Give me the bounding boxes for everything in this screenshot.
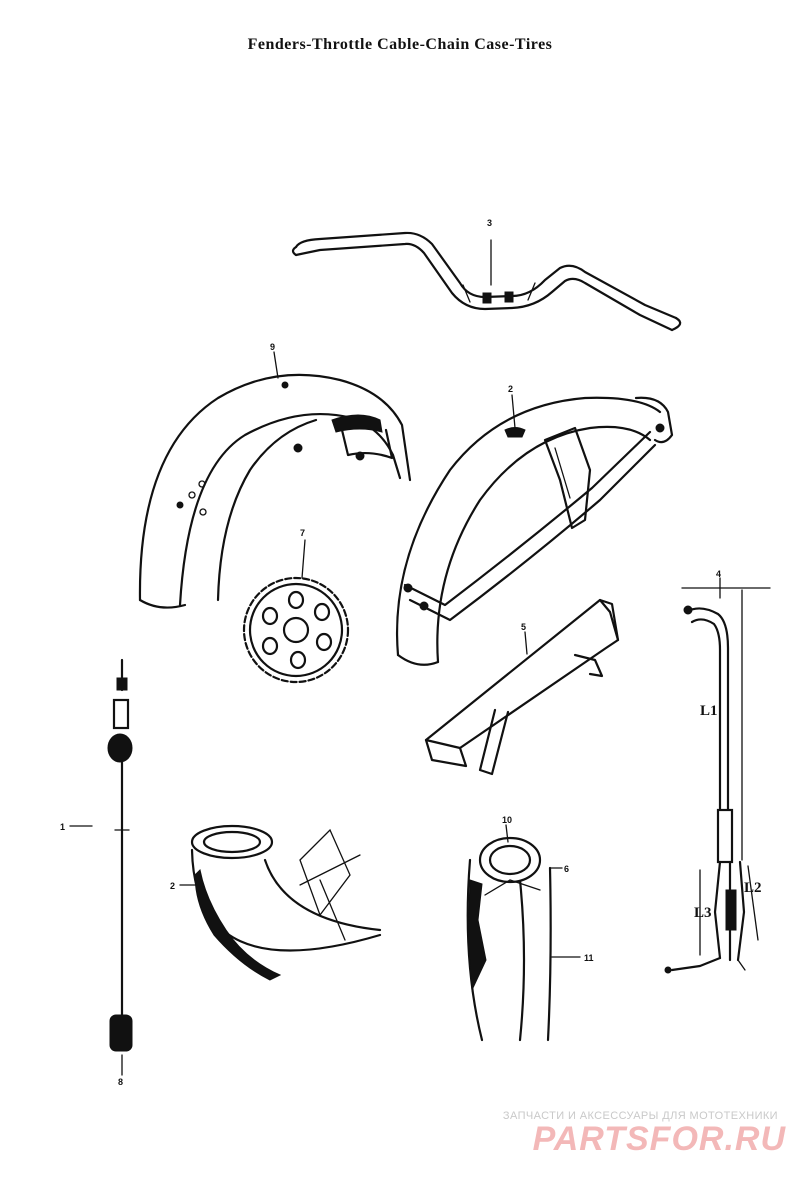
callout-2-front-tire: 2: [170, 881, 175, 891]
callout-2-rear-fender: 2: [508, 384, 513, 394]
callout-11: 11: [584, 953, 594, 963]
callout-3: 3: [487, 218, 492, 228]
front-tire: [179, 824, 382, 981]
watermark-caption: ЗАПЧАСТИ И АКСЕССУАРЫ ДЛЯ МОТОТЕХНИКИ: [502, 1110, 778, 1122]
dimension-L3: L3: [694, 905, 712, 921]
callout-10: 10: [502, 815, 512, 825]
callout-8: 8: [118, 1077, 123, 1087]
callout-7: 7: [300, 528, 305, 538]
rear-sprocket: [242, 539, 350, 684]
callout-4: 4: [716, 569, 721, 579]
rear-fender: [395, 394, 674, 666]
dimension-L1: L1: [700, 703, 718, 719]
speedometer-cable: [69, 658, 133, 1076]
handlebar: [291, 231, 682, 332]
front-fender: [138, 351, 412, 609]
throttle-cable: [664, 577, 771, 974]
callout-6: 6: [564, 864, 569, 874]
callout-5: 5: [521, 622, 526, 632]
chain-case: [424, 598, 620, 776]
dimension-L2: L2: [744, 880, 762, 896]
watermark-logo: PARTSFOR.RU: [532, 1120, 786, 1158]
rear-tire: [466, 824, 581, 1042]
callout-9: 9: [270, 342, 275, 352]
diagram-title: Fenders-Throttle Cable-Chain Case-Tires: [247, 36, 553, 53]
callout-1: 1: [60, 822, 65, 832]
